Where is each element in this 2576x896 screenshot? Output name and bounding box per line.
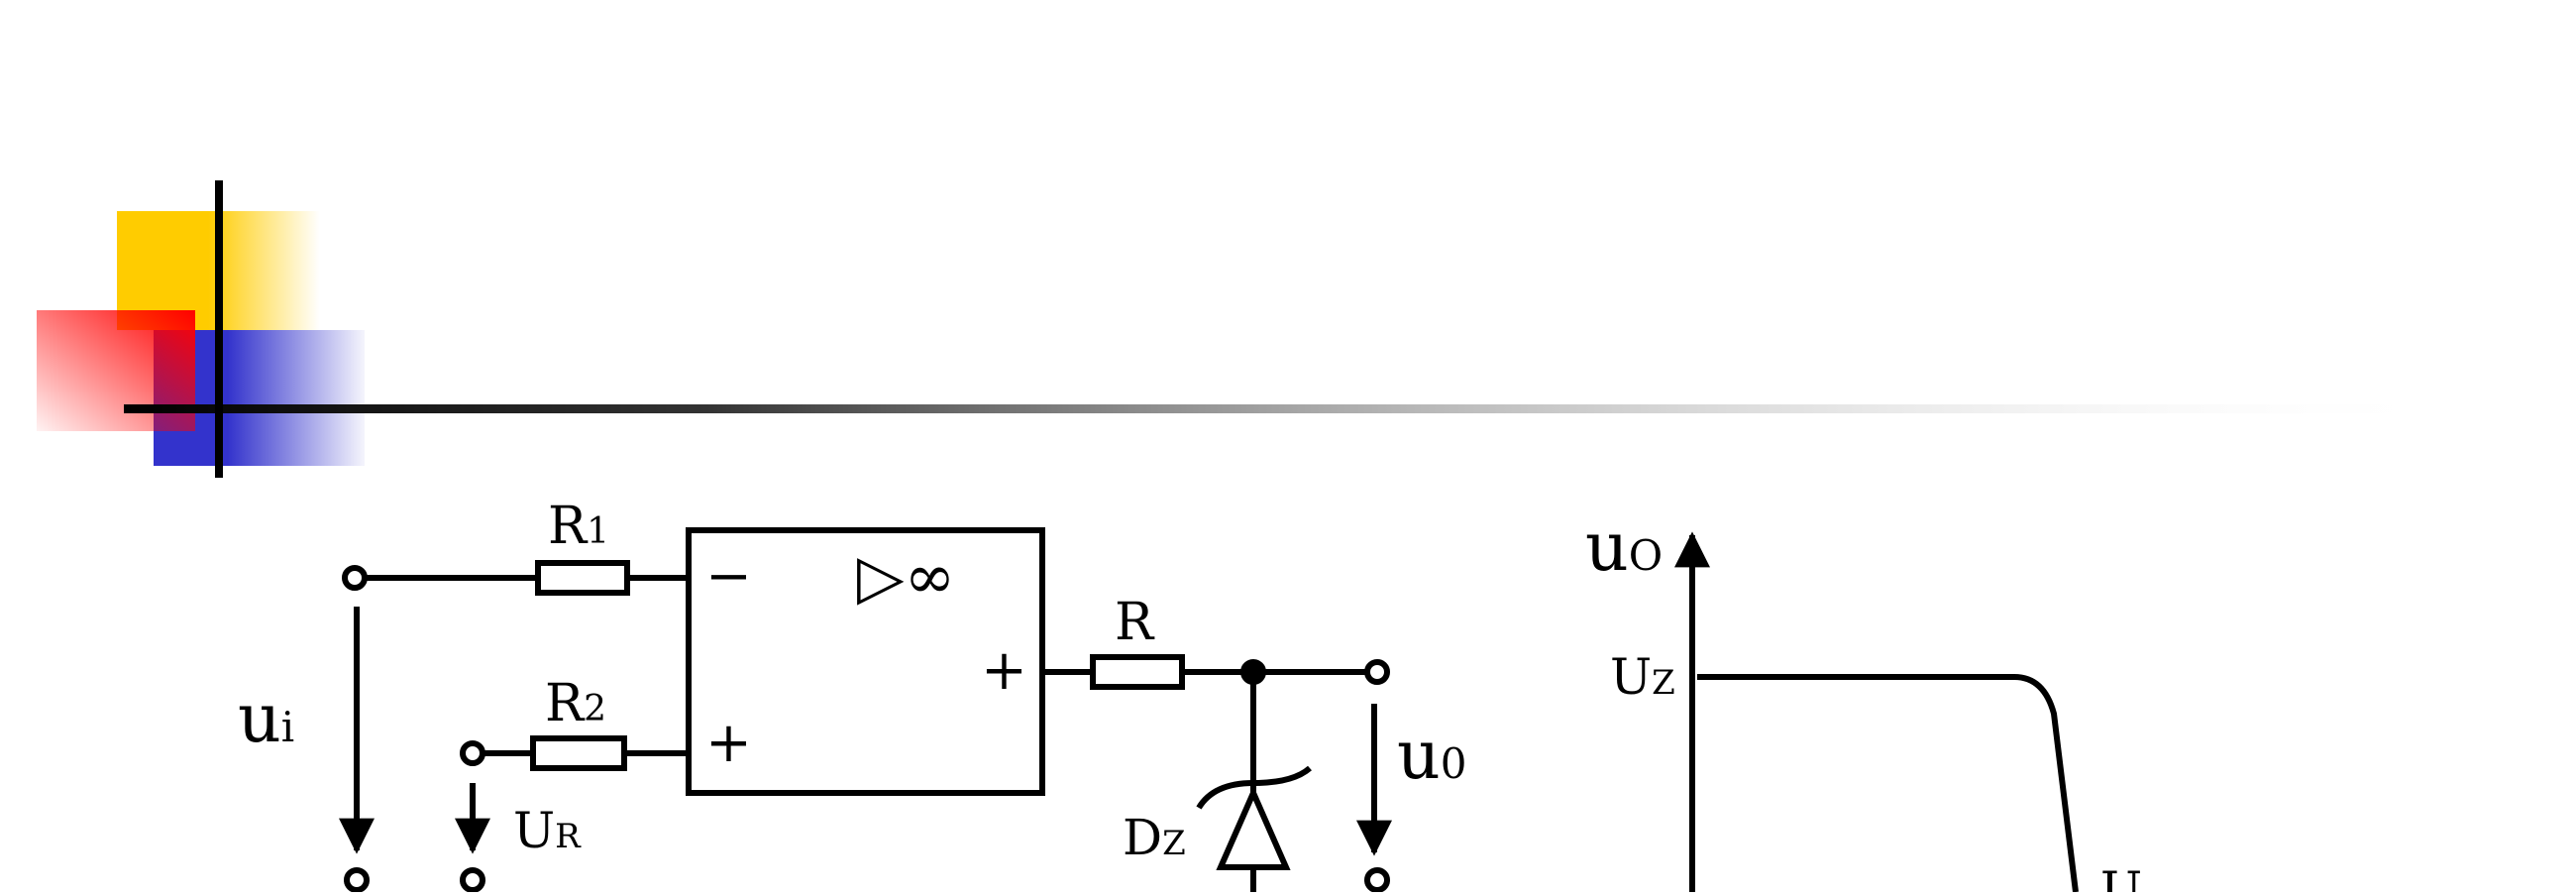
- y-axis-label: uO: [1585, 508, 1663, 587]
- threshold-label: U: [2100, 861, 2142, 892]
- circuit-diagram: [339, 527, 1392, 893]
- opamp-plus-output-label: +: [981, 638, 1027, 703]
- terminal-uo-top: [1364, 659, 1390, 685]
- terminal-ur-bottom: [460, 867, 485, 893]
- header-decoration: [37, 180, 2457, 478]
- characteristic-curve: [1697, 674, 2079, 893]
- label-r: R: [1115, 593, 1155, 652]
- terminal-uo-bottom: [1364, 867, 1390, 893]
- opamp-box: [686, 527, 1045, 796]
- resistor-r2: [530, 735, 627, 771]
- header-rule: [124, 404, 2457, 413]
- label-ur: UR: [513, 802, 582, 859]
- opamp-plus-input-label: +: [705, 711, 752, 775]
- opamp-minus-label: −: [705, 544, 752, 609]
- terminal-ui-bottom: [344, 867, 370, 893]
- terminal-ui-top: [342, 565, 368, 591]
- transfer-graph: [1674, 531, 2079, 893]
- graph-labels: uO UZ U: [1585, 508, 2142, 896]
- terminal-ur-top: [460, 740, 485, 766]
- zener-diode: [1216, 785, 1291, 870]
- uz-label: UZ: [1610, 648, 1675, 706]
- label-dz: DZ: [1123, 809, 1186, 866]
- label-ui: ui: [238, 680, 294, 758]
- label-r2: R2: [545, 674, 606, 733]
- label-uo: u0: [1397, 717, 1467, 795]
- label-r1: R1: [548, 497, 609, 556]
- circuit-labels: R1 R2 R − + + ▷∞ ui UR DZ u0: [238, 497, 1467, 866]
- opamp-symbol: ▷∞: [857, 540, 955, 613]
- resistor-r: [1090, 654, 1185, 690]
- resistor-r1: [535, 560, 630, 596]
- header-vertical-bar: [215, 180, 223, 478]
